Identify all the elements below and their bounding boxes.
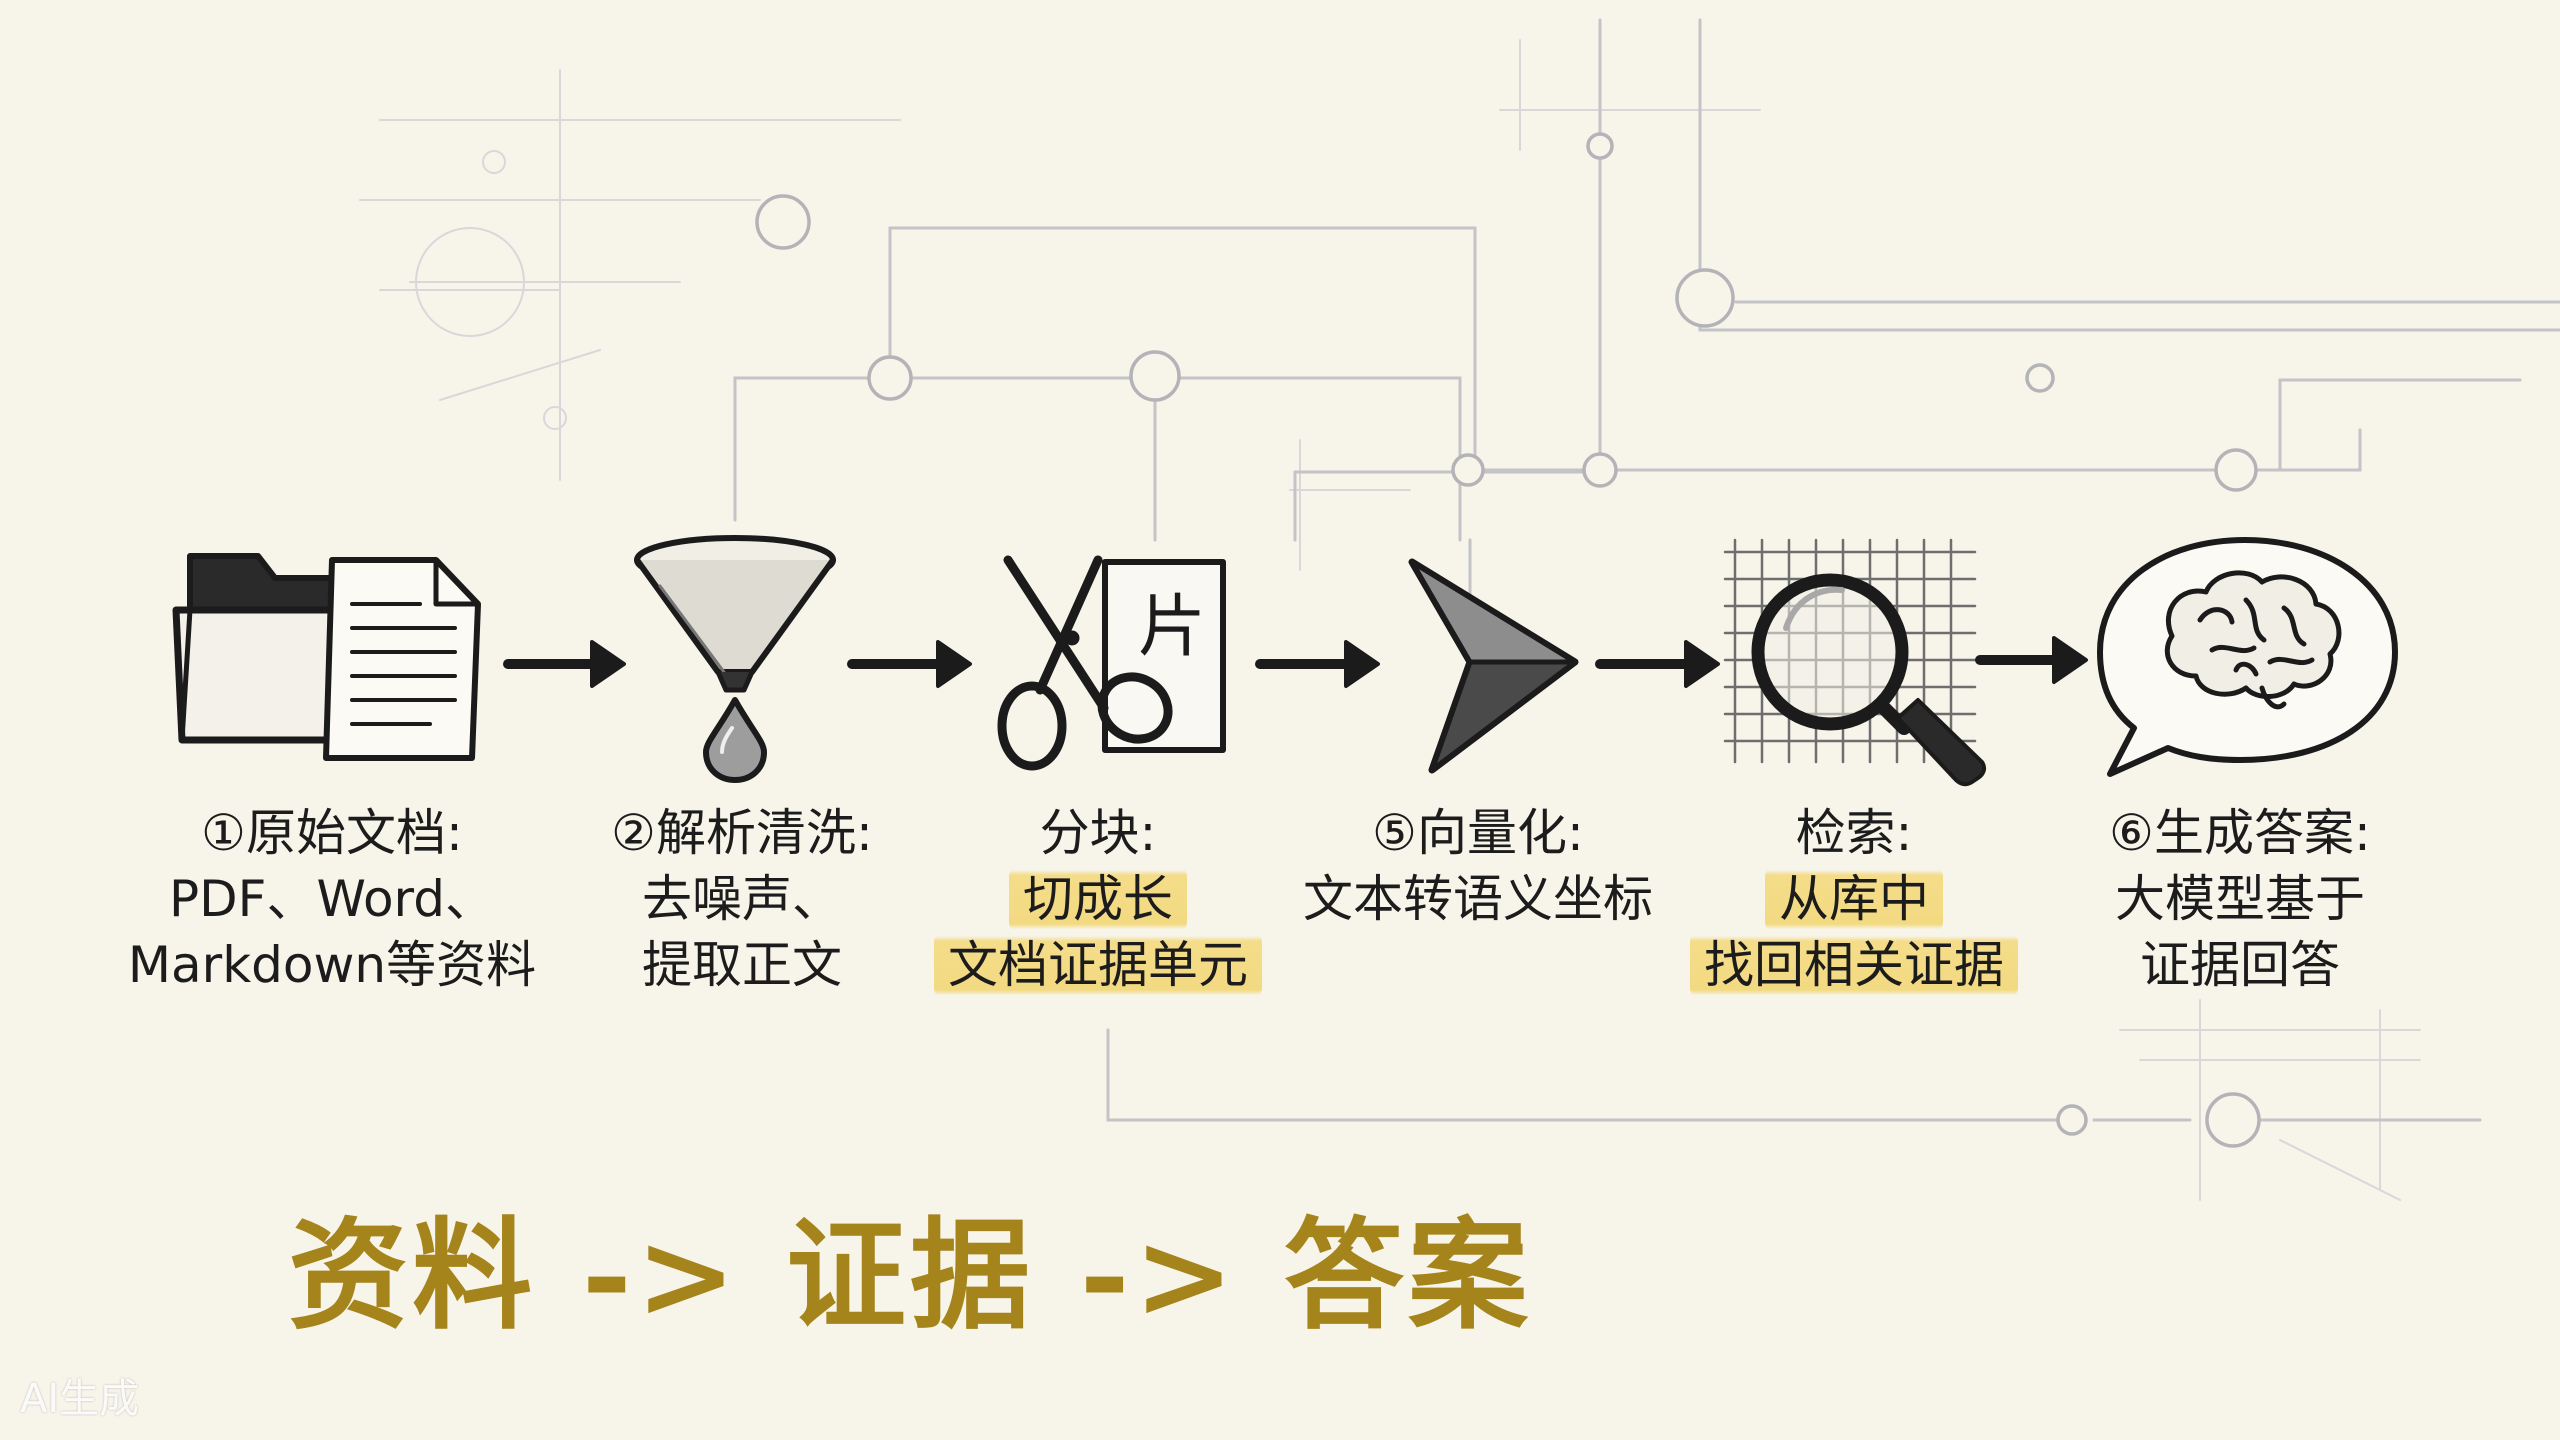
step-1-title: ①原始文档: (201, 804, 463, 862)
step-6-line-3: 证据回答 (2140, 936, 2340, 994)
step-3-title: 分块: (1039, 804, 1157, 862)
step-1-label: ①原始文档: PDF、Word、 Markdown等资料 (112, 800, 552, 998)
chip-label: 片 (1138, 588, 1206, 667)
arrow-icon (1975, 636, 2088, 684)
step-6-label: ⑥生成答案: 大模型基于 证据回答 (2020, 800, 2460, 998)
folder-document-icon (172, 553, 481, 761)
scissors-icon (997, 555, 1226, 771)
brain-speech-bubble-icon (2097, 537, 2398, 777)
funnel-icon (634, 535, 836, 783)
step-3-highlight-line-3: 文档证据单元 (934, 932, 1262, 998)
arrow-icon (1595, 640, 1720, 688)
step-2-label: ②解析清洗: 去噪声、 提取正文 (522, 800, 962, 998)
ai-generated-watermark: AI生成 (20, 1376, 140, 1422)
step-4-title: ⑤向量化: (1372, 804, 1584, 862)
step-2-title: ②解析清洗: (611, 804, 873, 862)
step-6-title: ⑥生成答案: (2109, 804, 2371, 862)
arrow-icon (847, 640, 972, 688)
step-5-highlight-line-2: 从库中 (1765, 866, 1943, 932)
step-5-label: 检索: 从库中 找回相关证据 (1634, 800, 2074, 998)
magnifier-grid-icon (1723, 538, 1987, 787)
step-2-line-3: 提取正文 (642, 936, 842, 994)
step-4-line-2: 文本转语义坐标 (1303, 870, 1653, 928)
step-5-highlight-line-3: 找回相关证据 (1690, 932, 2018, 998)
step-1-line-3: Markdown等资料 (127, 936, 537, 994)
step-4-label: ⑤向量化: 文本转语义坐标 (1258, 800, 1698, 932)
step-6-line-2: 大模型基于 (2115, 870, 2365, 928)
arrow-icon (1255, 640, 1380, 688)
arrow-icon (503, 640, 626, 688)
step-3-highlight-line-2: 切成长 (1009, 866, 1187, 932)
step-2-line-2: 去噪声、 (642, 870, 842, 928)
step-5-title: 检索: (1795, 804, 1913, 862)
step-1-line-2: PDF、Word、 (169, 870, 495, 928)
step-3-label: 分块: 切成长 文档证据单元 (878, 800, 1318, 998)
motto-slogan: 资料 -> 证据 -> 答案 (288, 1205, 1532, 1346)
vector-arrow-icon (1408, 558, 1579, 774)
